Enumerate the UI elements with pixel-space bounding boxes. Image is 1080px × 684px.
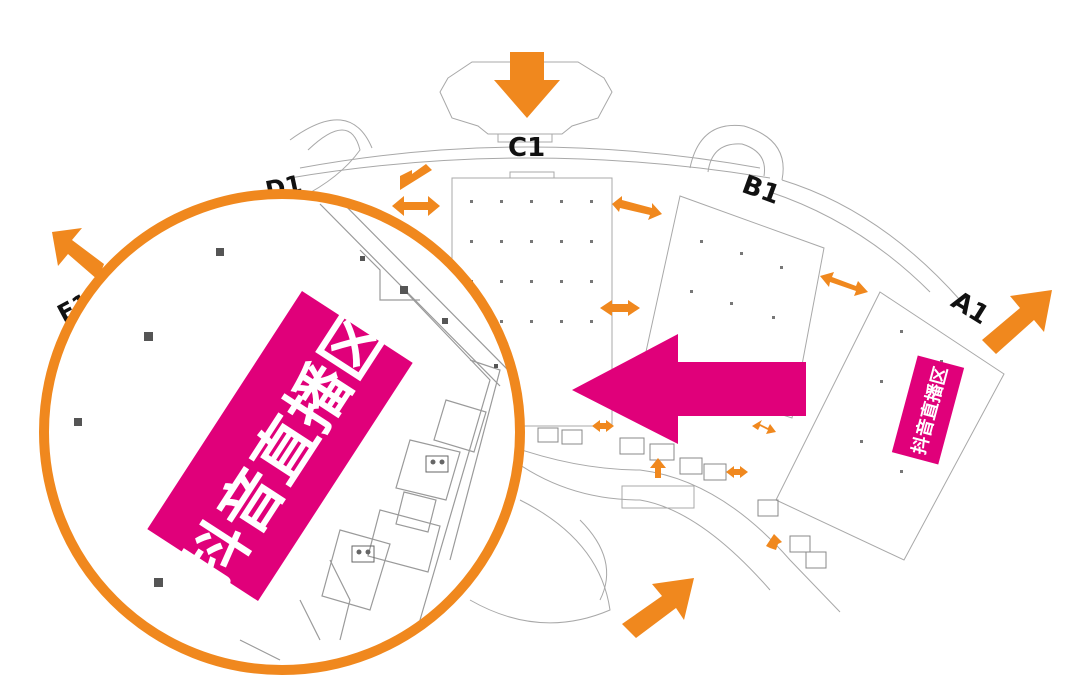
hall-columns	[470, 200, 943, 473]
corridor-booths	[537, 427, 827, 569]
entrance-arrow-bottom	[622, 578, 694, 638]
big-entrance-arrows	[52, 52, 1052, 638]
hall-label-c1: C1	[508, 133, 545, 163]
live-zone-a1: 抖音直播区	[891, 355, 965, 465]
hall-label-b1: B1	[738, 170, 784, 211]
connector-arrows	[392, 164, 868, 550]
entrance-arrow-c1	[494, 52, 560, 118]
exit-arrow-a1	[982, 290, 1052, 354]
restroom-icon	[425, 455, 449, 473]
exit-arrow-e1	[52, 228, 104, 280]
highlight-pointer-arrow	[572, 334, 806, 444]
magnified-inset: 抖音直播区	[39, 189, 525, 675]
magnifier-ring	[39, 189, 525, 675]
restroom-icon	[351, 545, 375, 563]
